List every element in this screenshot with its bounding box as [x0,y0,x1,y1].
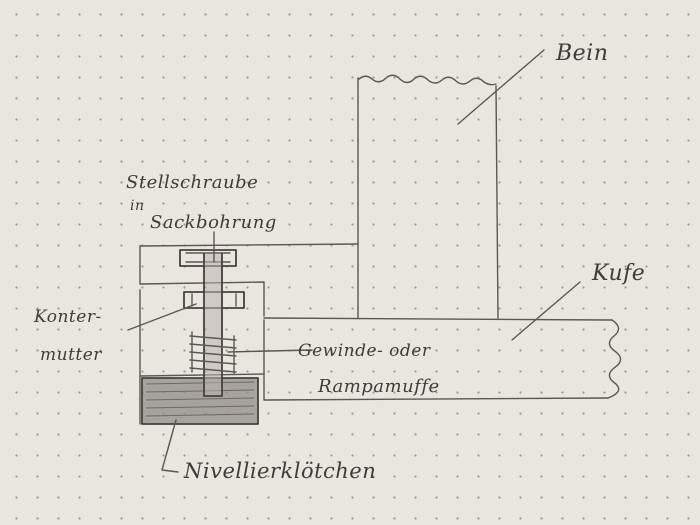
label-in: in [130,198,145,214]
leveling-block [141,377,259,425]
upper-crossbar [139,243,613,321]
label-nivellier: Nivellierklötchen [183,459,376,483]
label-gewinde: Gewinde- oder [298,341,431,361]
label-mutter: mutter [40,345,102,365]
label-konter: Konter- [33,307,102,327]
thread-coils [189,331,237,375]
label-kufe: Kufe [591,261,645,286]
label-rampamuffe: Rampamuffe [317,376,440,397]
screw-shaft [203,253,223,397]
lower-housing [139,289,265,425]
label-stellschraube: Stellschraube [126,172,258,193]
leg-outline [357,74,499,319]
leader-lines [127,49,581,473]
runner-outline [263,319,622,401]
label-sackbohrung: Sackbohrung [150,212,277,233]
label-bein: Bein [555,41,608,66]
